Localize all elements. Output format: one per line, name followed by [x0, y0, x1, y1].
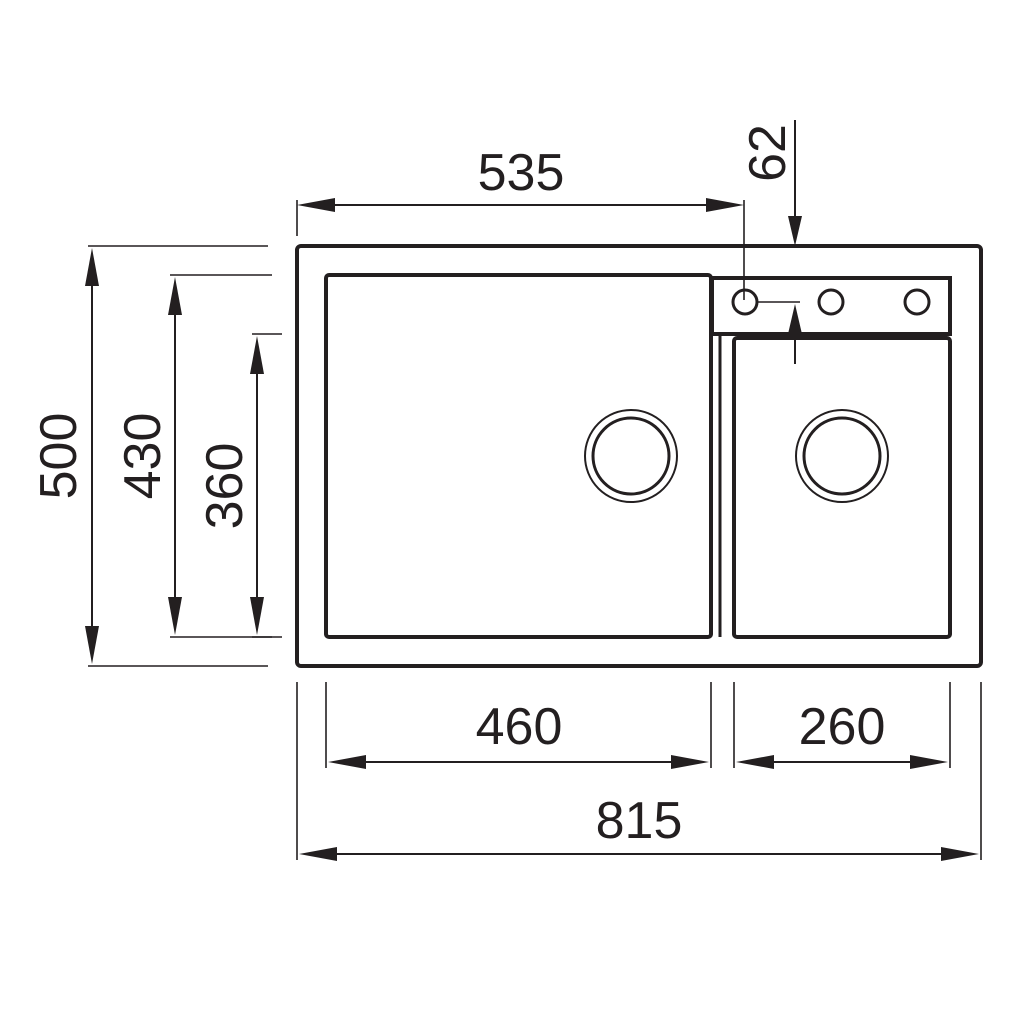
dimension-label-815: 815	[596, 792, 683, 850]
tap-hole-2	[817, 288, 845, 316]
dimension-label-460: 460	[476, 698, 563, 756]
dimension-label-260: 260	[799, 698, 886, 756]
dimension-260: 260	[733, 682, 951, 769]
dimension-label-360: 360	[196, 443, 254, 530]
sink-outer-rim	[295, 244, 983, 668]
dimension-360: 360	[196, 333, 282, 638]
drain-left	[584, 409, 678, 503]
dimension-815: 815	[296, 682, 982, 861]
small-bowl	[732, 336, 952, 639]
large-bowl	[324, 273, 713, 639]
dimension-535: 535	[296, 144, 745, 300]
sink-body	[295, 244, 983, 668]
dimension-500: 500	[30, 245, 268, 667]
dimension-label-535: 535	[478, 144, 565, 202]
dimension-460: 460	[325, 682, 712, 769]
drain-right	[795, 409, 889, 503]
dimension-label-62: 62	[739, 124, 797, 182]
dimension-label-500: 500	[30, 413, 88, 500]
dimension-label-430: 430	[114, 413, 172, 500]
dimension-62: 62	[739, 120, 802, 364]
tap-hole-3	[903, 288, 931, 316]
tap-deck	[710, 276, 952, 336]
tap-hole-1	[731, 288, 759, 316]
